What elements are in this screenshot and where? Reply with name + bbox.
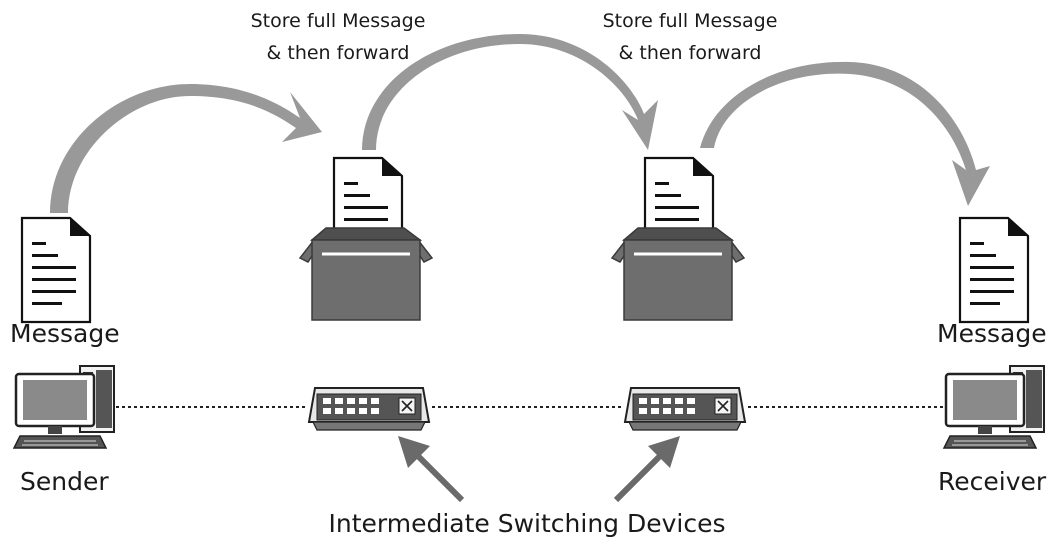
curved-arrow-icon <box>362 34 658 150</box>
network-switch-icon <box>624 387 746 431</box>
intermediate-devices-label: Intermediate Switching Devices <box>328 509 725 538</box>
receiver-message-label: Message <box>937 319 1047 348</box>
network-switch-icon <box>308 387 430 431</box>
curved-arrow-icon <box>50 84 322 213</box>
store-forward-label-2-line1: Store full Message <box>603 10 778 32</box>
desktop-computer-icon <box>942 364 1046 450</box>
desktop-computer-icon <box>12 364 116 450</box>
store-forward-label-1-line2: & then forward <box>267 42 410 64</box>
open-box-icon <box>298 226 434 322</box>
sender-label: Sender <box>20 467 109 496</box>
document-icon <box>20 216 92 324</box>
store-forward-label-2-line2: & then forward <box>619 42 762 64</box>
curved-arrow-icon <box>700 61 990 207</box>
receiver-label: Receiver <box>938 467 1047 496</box>
open-box-icon <box>610 226 746 322</box>
pointer-arrow-icon <box>398 436 465 503</box>
document-icon <box>958 216 1030 324</box>
pointer-arrow-icon <box>613 436 680 503</box>
sender-message-label: Message <box>10 319 120 348</box>
store-forward-label-1-line1: Store full Message <box>251 10 426 32</box>
